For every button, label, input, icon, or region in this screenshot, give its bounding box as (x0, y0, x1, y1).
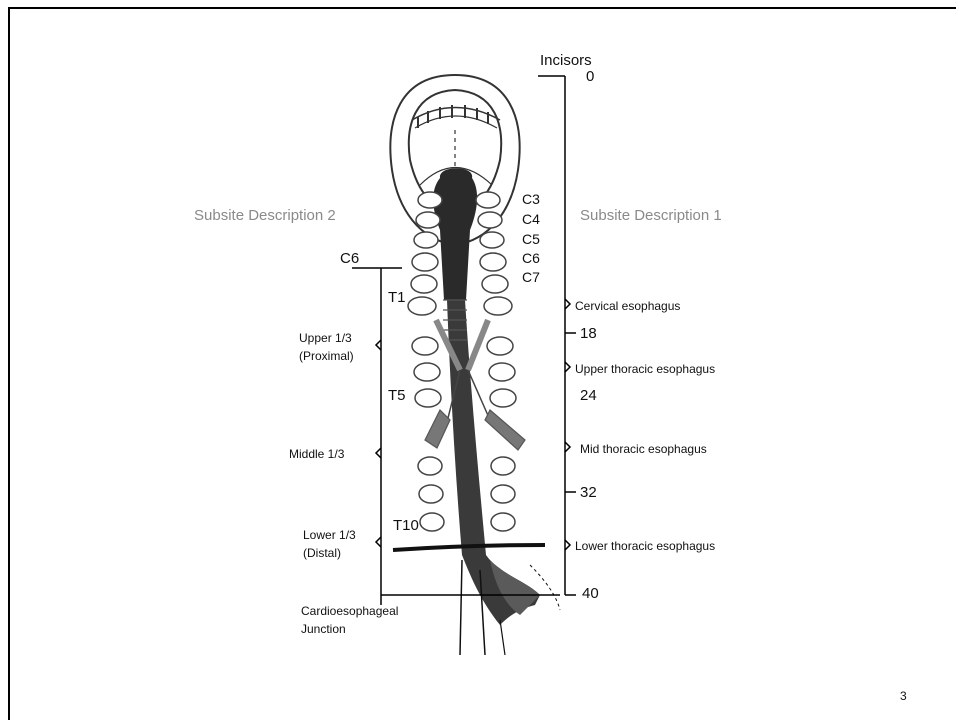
depth-0-label: 0 (586, 68, 594, 85)
middle-third-label: Middle 1/3 (289, 446, 344, 462)
subsite-description-1-title: Subsite Description 1 (580, 207, 722, 224)
depth-24-label: 24 (580, 387, 597, 404)
vertebra-t1-label: T1 (388, 289, 406, 306)
vertebra-c6-label: C6 (522, 249, 540, 268)
upper-thoracic-esophagus-label: Upper thoracic esophagus (575, 361, 715, 377)
cardioesophageal-label: Cardioesophageal (301, 603, 398, 619)
vertebra-t5-label: T5 (388, 387, 406, 404)
junction-label: Junction (301, 621, 346, 637)
proximal-label: (Proximal) (299, 348, 354, 364)
vertebra-c7-label: C7 (522, 268, 540, 287)
slide-number: 3 (900, 688, 907, 704)
c6-marker-label: C6 (340, 250, 359, 267)
depth-18-label: 18 (580, 325, 597, 342)
vertebra-c5-label: C5 (522, 230, 540, 249)
upper-third-label: Upper 1/3 (299, 330, 352, 346)
vertebra-t10-label: T10 (393, 517, 419, 534)
subsite-description-2-title: Subsite Description 2 (194, 207, 336, 224)
incisors-label: Incisors (540, 52, 592, 69)
cervical-esophagus-label: Cervical esophagus (575, 298, 680, 314)
right-scale (538, 76, 576, 595)
lower-thoracic-esophagus-label: Lower thoracic esophagus (575, 538, 715, 554)
depth-40-label: 40 (582, 585, 599, 602)
vertebra-c3-label: C3 (522, 190, 540, 209)
mid-thoracic-esophagus-label: Mid thoracic esophagus (580, 441, 707, 457)
distal-label: (Distal) (303, 545, 341, 561)
vertebra-c4-label: C4 (522, 210, 540, 229)
lower-third-label: Lower 1/3 (303, 527, 356, 543)
depth-32-label: 32 (580, 484, 597, 501)
